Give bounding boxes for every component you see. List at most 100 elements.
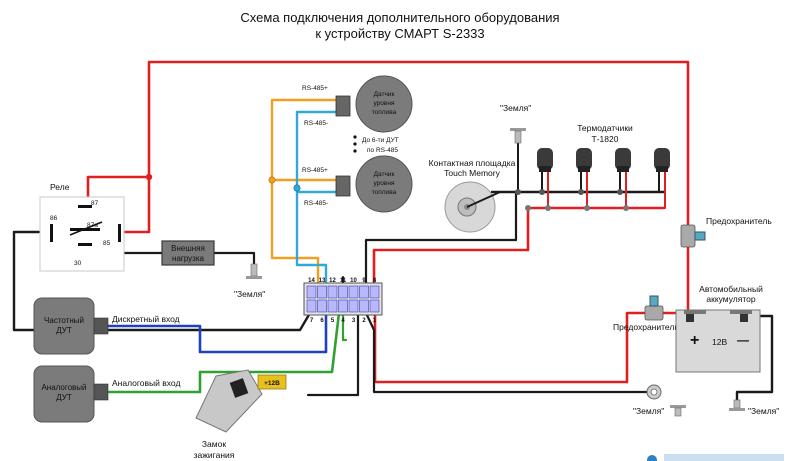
connector-pin-label: 7: [310, 318, 314, 324]
connector-pin-cell: [306, 285, 317, 299]
wire-green-analog: [106, 311, 341, 394]
wire-red-relay-87: [86, 175, 151, 205]
wire-black-pin9: [364, 190, 518, 287]
wire-green-ignition: [341, 311, 348, 342]
sensor2-line-1: Датчик: [374, 171, 395, 178]
relay-pin-30: 30: [74, 260, 82, 267]
connector-pin-label: 4: [341, 318, 345, 324]
thermo-drops: [541, 169, 666, 209]
ignition-line-1: Замок: [202, 439, 226, 449]
relay-pin-85: 85: [103, 240, 111, 247]
ignition-line-2: зажигания: [194, 450, 235, 460]
connector-pin-cell: [317, 299, 327, 313]
key-icon: [195, 369, 287, 433]
relay-body: [39, 196, 125, 272]
sensor-icon: [335, 75, 413, 133]
connector-pin-label: 6: [320, 318, 324, 324]
connector-pin-cell: [317, 285, 327, 299]
thermo-sensor-icons: [537, 148, 670, 172]
ground-label-br1: "Земля": [633, 406, 664, 416]
wire-blue-discrete: [106, 311, 328, 354]
ellipsis-dots: [353, 135, 357, 153]
sensor1-line-2: уровня: [374, 100, 395, 107]
thermo-sensor-icon: [576, 148, 592, 172]
ground-icon: [510, 128, 526, 144]
fuse-label-2: Предохранитель: [613, 322, 679, 332]
relay-pin-87a: 87a: [87, 222, 98, 229]
wire-cyan-485b: [295, 110, 340, 194]
sensor1-line-1: Датчик: [374, 91, 395, 98]
ground-label-br2: "Земля": [748, 406, 779, 416]
wire-orange-485a-down: [270, 178, 320, 287]
connector-pin-label: 2: [362, 318, 366, 324]
thermo-line-1: Термодатчики: [577, 123, 633, 133]
external-load: Внешняя нагрузка: [161, 240, 215, 266]
battery-plus: +: [690, 332, 699, 349]
wire-black-pin3: [306, 311, 360, 397]
discrete-input-label: Дискретный вход: [112, 314, 180, 324]
relay: Реле 87 87a 86 85 30: [39, 182, 125, 272]
sensor2-line-3: топлива: [372, 189, 397, 196]
thermo-sensor-icon: [615, 148, 631, 172]
relay-pin-87: 87: [91, 200, 99, 207]
connector-pin-cell: [306, 299, 317, 313]
analog-sensor-line-1: Аналоговый: [41, 383, 86, 392]
connector-pin-label: 9: [362, 278, 366, 284]
sensor1-b-label: RS-485-: [304, 120, 328, 127]
battery-line-1: Автомобильный: [699, 284, 763, 294]
wire-red-main: [120, 60, 690, 234]
wire-red-pin8: [372, 206, 530, 287]
fuse-icon: [644, 295, 664, 321]
wire-orange-485a: [270, 98, 340, 182]
logo-icon: [647, 454, 784, 461]
sensor2-line-2: уровня: [374, 180, 395, 187]
connector-pin-cell: [369, 299, 380, 313]
freq-sensor-line-1: Частотный: [44, 316, 84, 325]
connector-pin-label: 8: [373, 278, 377, 284]
battery-voltage: 12В: [712, 337, 727, 347]
connector-pin-cell: [348, 285, 359, 299]
connector-pin-label: 14: [308, 278, 315, 284]
ground-label-tm: "Земля": [500, 103, 531, 113]
device-connector: [303, 282, 383, 316]
rs485-note-2: по RS-485: [367, 147, 398, 154]
connector-pin-cell: [348, 299, 359, 313]
connector-pin-label: 13: [319, 278, 326, 284]
analog-sensor-line-2: ДУТ: [56, 393, 72, 402]
thermo-sensor-icon: [537, 148, 553, 172]
battery-line-2: аккумулятор: [706, 294, 756, 304]
fuse-label-1: Предохранитель: [706, 216, 772, 226]
ground-label-load: "Земля": [234, 289, 265, 299]
connector-pin-cell: [338, 299, 348, 313]
freq-sensor-line-2: ДУТ: [56, 326, 72, 335]
wire-cyan-485b-down: [295, 190, 328, 287]
title-line-1: Схема подключения дополнительного оборуд…: [240, 10, 559, 25]
connector-pin-label: 3: [352, 318, 356, 324]
ground-icon: [670, 405, 686, 417]
junctions: [145, 173, 629, 211]
ground-icon: [729, 399, 745, 411]
connector-pin-cell: [327, 299, 338, 313]
connector-pin-cell: [359, 285, 369, 299]
touch-memory-line-1: Контактная площадка: [429, 158, 516, 168]
sensor2-b-label: RS-485-: [304, 200, 328, 207]
sensor1-a-label: RS-485+: [302, 85, 328, 92]
connector-pin-label: 1: [373, 318, 377, 324]
analog-input-label: Аналоговый вход: [112, 378, 180, 388]
thermo-line-2: Т-1820: [592, 134, 619, 144]
ring-terminal-icon: [646, 384, 662, 400]
touch-memory-icon: [444, 181, 501, 233]
relay-pin-86: 86: [50, 215, 58, 222]
connector-pin-cell: [369, 285, 380, 299]
wire-black-load-ground: [212, 251, 256, 266]
title-line-2: к устройству СМАРТ S-2333: [315, 26, 484, 41]
connector-pin-label: 11: [340, 278, 347, 284]
load-line-2: нагрузка: [172, 254, 204, 263]
rs485-note-1: До 6-ти ДУТ: [362, 137, 399, 144]
battery-minus: —: [737, 333, 749, 347]
wire-black-relay-86: [12, 230, 312, 332]
wire-black-battery-minus: [735, 314, 774, 402]
battery-icon: [675, 309, 761, 373]
